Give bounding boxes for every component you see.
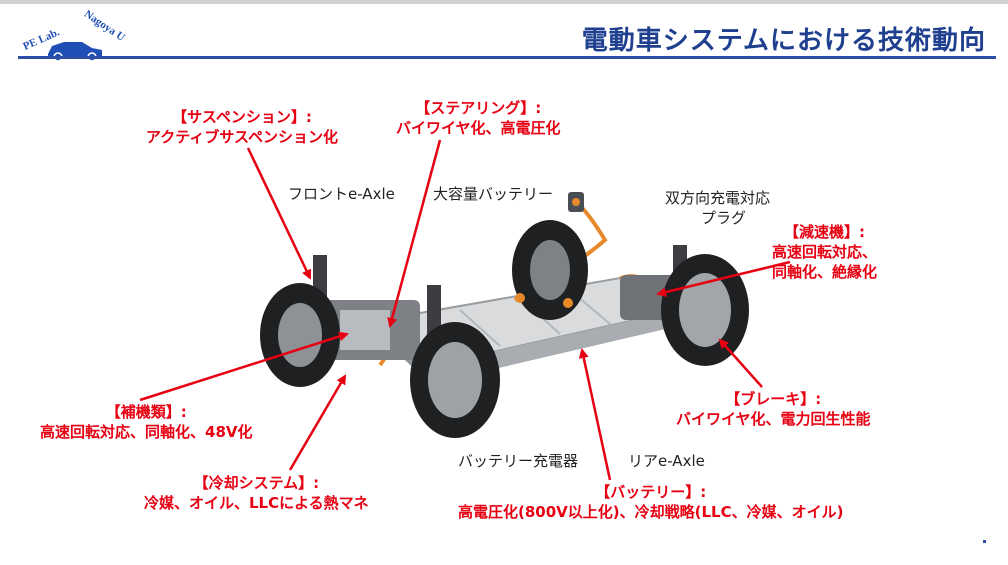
svg-text:Nagoya U: Nagoya U [82,8,127,44]
title-rule [18,56,996,59]
brake-callout: 【ブレーキ】: バイワイヤ化、電力回生性能 [676,389,871,429]
reducer-callout: 【減速機】: 高速回転対応、 同軸化、絶縁化 [772,222,877,282]
battery-label: 大容量バッテリー [433,185,554,203]
auxiliary-callout: 【補機類】: 高速回転対応、同軸化、48V化 [40,402,252,442]
battery-callout: 【バッテリー】: 高電圧化(800V以上化)、冷却戦略(LLC、冷媒、オイル) [458,482,843,522]
slide-corner-mark [983,540,986,543]
suspension-detail: アクティブサスペンション化 [146,128,339,146]
plug-label-line1: 双方向充電対応 [665,189,771,207]
page-title: 電動車システムにおける技術動向 [581,26,986,56]
steering-detail: バイワイヤ化、高電圧化 [396,119,561,137]
battery-detail: 高電圧化(800V以上化)、冷却戦略(LLC、冷媒、オイル) [458,503,844,521]
auxiliary-detail: 高速回転対応、同軸化、48V化 [40,423,253,441]
suspension-heading: 【サスペンション】: [172,108,312,126]
cooling-heading: 【冷却システム】: [193,474,320,492]
auxiliary-heading: 【補機類】: [105,403,187,421]
front-eaxle-label: フロントe-Axle [288,185,395,203]
cooling-callout: 【冷却システム】: 冷媒、オイル、LLCによる熱マネ [144,473,369,513]
battery-heading: 【バッテリー】: [595,483,707,501]
cooling-detail: 冷媒、オイル、LLCによる熱マネ [144,494,369,512]
brake-detail: バイワイヤ化、電力回生性能 [676,410,871,428]
brake-heading: 【ブレーキ】: [725,390,822,408]
suspension-callout: 【サスペンション】: アクティブサスペンション化 [146,107,338,147]
plug-label-line2: プラグ [701,209,747,227]
steering-callout: 【ステアリング】: バイワイヤ化、高電圧化 [396,98,561,138]
steering-heading: 【ステアリング】: [415,99,542,117]
reducer-detail-2: 同軸化、絶縁化 [772,263,878,281]
reducer-detail-1: 高速回転対応、 [772,243,878,261]
top-border [0,0,1008,4]
rear-eaxle-label: リアe-Axle [628,452,705,470]
reducer-heading: 【減速機】: [784,223,865,241]
charger-label: バッテリー充電器 [458,452,579,470]
